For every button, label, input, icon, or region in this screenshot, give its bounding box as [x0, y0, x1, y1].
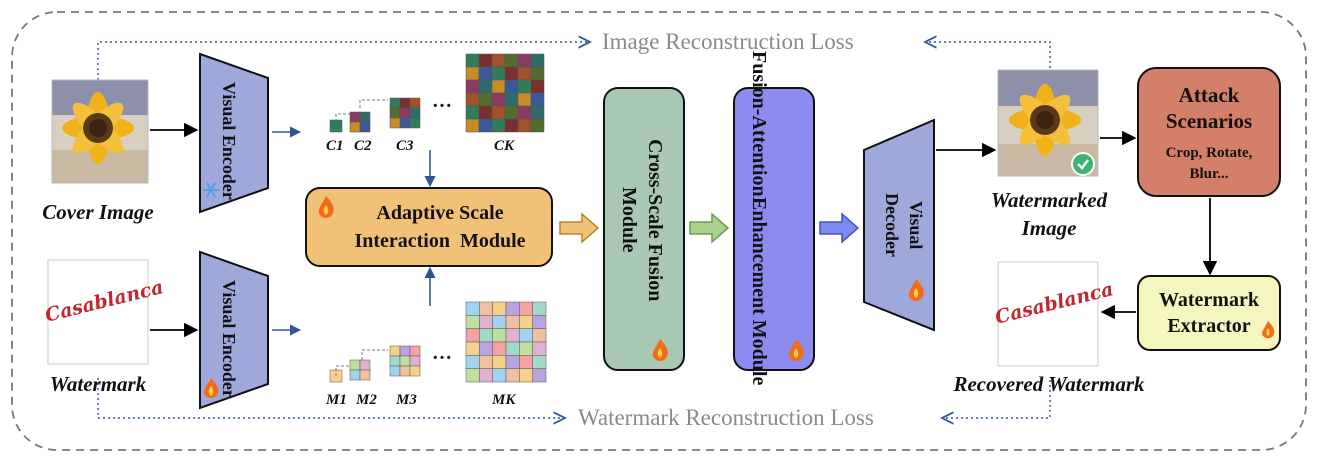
visual-encoder-top-label: Visual Encoder: [219, 82, 239, 200]
block-arrow-blue: [819, 212, 860, 244]
flame-icon: [204, 378, 219, 398]
cross-scale-fusion-label: Cross-Scale Fusion Module: [618, 138, 666, 302]
block-arrow-green: [689, 212, 730, 244]
flame-icon: [1262, 321, 1275, 339]
watermark-label: Watermark: [49, 372, 147, 396]
recovered-watermark-label: Recovered Watermark: [953, 372, 1145, 396]
c-feature-grids: [329, 53, 545, 133]
cover-image-label: Cover Image: [42, 200, 154, 224]
c-ellipsis: …: [432, 90, 452, 112]
fusion-attention-module: [733, 87, 815, 371]
cross-scale-fusion-module: [603, 87, 685, 371]
adaptive-scale-module-label: Adaptive Scale Interaction Module: [354, 202, 526, 252]
flame-icon: [908, 279, 924, 301]
m3-label: M3: [396, 392, 417, 408]
m-ellipsis: …: [432, 342, 452, 364]
ck-label: CK: [494, 138, 515, 154]
flame-icon: [318, 196, 334, 218]
image-reconstruction-loss-label: Image Reconstruction Loss: [598, 29, 858, 55]
c2-grid: [349, 111, 371, 133]
attack-scenarios-box: [1137, 67, 1281, 197]
block-arrow-orange: [559, 212, 600, 244]
mk-grid: [465, 301, 547, 383]
visual-encoder-bottom-label: Visual Encoder: [219, 280, 239, 398]
watermarked-image-label: Watermarked Image: [990, 188, 1108, 240]
ck-grid: [465, 53, 545, 133]
snowflake-icon: [203, 182, 219, 198]
visual-encoder-top: [199, 52, 269, 214]
c3-label: C3: [396, 138, 414, 154]
m3-grid: [389, 345, 421, 377]
visual-encoder-bottom: [199, 250, 269, 410]
watermarked-image-picture: [997, 69, 1099, 177]
watermark-reconstruction-loss-label: Watermark Reconstruction Loss: [574, 405, 878, 431]
c3-grid: [389, 97, 421, 129]
c2-label: C2: [354, 138, 372, 154]
recovered-watermark-picture: [997, 261, 1099, 367]
visual-decoder-label: Visual Decoder: [882, 193, 926, 257]
watermark-loss-line: [97, 378, 1051, 418]
m2-label: M2: [356, 392, 377, 408]
m1-label: M1: [326, 392, 347, 408]
cover-image-picture: [51, 79, 149, 184]
image-loss-line: [97, 42, 1051, 80]
adaptive-scale-module: [305, 187, 553, 267]
m-feature-grids: [329, 301, 547, 383]
outer-frame: [11, 11, 1307, 451]
m2-grid: [349, 359, 371, 381]
watermark-extractor-label: Watermark Extractor: [1159, 289, 1259, 337]
visual-decoder: [863, 118, 935, 332]
watermark-picture: [47, 259, 149, 365]
check-icon: [1071, 152, 1095, 176]
fusion-attention-label: Fusion-Attention Enhancement Module: [748, 51, 770, 385]
attack-scenarios-label: Attack Scenarios Crop, Rotate, Blur...: [1165, 83, 1253, 182]
c1-label: C1: [326, 138, 344, 154]
mk-label: MK: [492, 392, 516, 408]
watermark-extractor-box: [1137, 275, 1281, 351]
flame-icon: [652, 339, 668, 361]
flame-icon: [788, 339, 804, 361]
